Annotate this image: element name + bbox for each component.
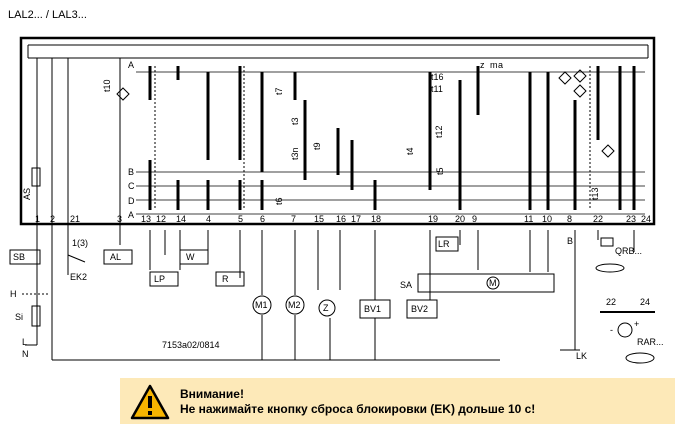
time-t13: t13 <box>590 187 600 200</box>
link-1-3: 1(3) <box>72 238 88 248</box>
component-n: N <box>22 349 29 359</box>
time-t4: t4 <box>405 147 415 155</box>
rar-plus: + <box>634 319 639 329</box>
valve-bv2: BV2 <box>411 304 428 314</box>
time-t12: t12 <box>434 125 444 138</box>
time-t3: t3 <box>290 117 300 125</box>
warning-message: Не нажимайте кнопку сброса блокировки (E… <box>180 402 536 416</box>
component-si: Si <box>15 312 23 322</box>
component-lk: LK <box>576 351 587 361</box>
line-label-d: D <box>128 196 135 206</box>
time-t11: t11 <box>431 84 443 94</box>
svg-text:19: 19 <box>428 214 438 224</box>
motor-m2: M2 <box>288 300 301 310</box>
svg-text:4: 4 <box>206 214 211 224</box>
svg-text:6: 6 <box>260 214 265 224</box>
svg-text:12: 12 <box>156 214 166 224</box>
component-as: AS <box>22 188 32 200</box>
svg-text:18: 18 <box>371 214 381 224</box>
program-cams <box>148 66 636 210</box>
time-t10: t10 <box>102 79 112 92</box>
line-label-a-bottom: A <box>128 210 134 220</box>
svg-text:22: 22 <box>593 214 603 224</box>
line-label-a-top: A <box>128 60 134 70</box>
warning-triangle-icon <box>130 384 170 420</box>
component-rar: RAR... <box>637 337 664 347</box>
svg-text:8: 8 <box>567 214 572 224</box>
time-t6: t6 <box>274 197 284 205</box>
rar-minus: - <box>610 325 613 335</box>
terminal-24-ext: 24 <box>640 297 650 307</box>
component-z: Z <box>323 303 329 313</box>
svg-text:9: 9 <box>472 214 477 224</box>
actuator-motor-m: M <box>489 278 497 288</box>
svg-text:3: 3 <box>117 214 122 224</box>
svg-text:10: 10 <box>542 214 552 224</box>
time-t3n: t3n <box>290 147 300 160</box>
terminal-22-ext: 22 <box>606 297 616 307</box>
switch-label-z: z <box>480 60 485 70</box>
svg-text:17: 17 <box>351 214 361 224</box>
component-r: R <box>222 274 229 284</box>
component-lr: LR <box>438 239 450 249</box>
component-qrb: QRB... <box>615 246 642 256</box>
svg-text:7: 7 <box>291 214 296 224</box>
component-sb: SB <box>13 252 25 262</box>
terminal-numbers: 1 2 21 3 13 12 14 4 5 6 7 15 16 17 18 19… <box>35 214 651 224</box>
svg-text:24: 24 <box>641 214 651 224</box>
component-lp: LP <box>154 274 165 284</box>
warning-banner: Внимание! Не нажимайте кнопку сброса бло… <box>120 378 675 424</box>
svg-text:15: 15 <box>314 214 324 224</box>
component-w: W <box>186 252 195 262</box>
svg-text:5: 5 <box>238 214 243 224</box>
diagram-title: LAL2... / LAL3... <box>8 9 87 21</box>
line-label-b: B <box>128 167 134 177</box>
svg-text:14: 14 <box>176 214 186 224</box>
time-t7: t7 <box>274 87 284 95</box>
component-b: B <box>567 236 573 246</box>
switch-label-a: a <box>498 60 503 70</box>
svg-text:2: 2 <box>50 214 55 224</box>
component-h: H <box>10 289 17 299</box>
warning-text: Внимание! Не нажимайте кнопку сброса бло… <box>180 387 535 417</box>
component-l: L <box>22 337 27 347</box>
line-label-c: C <box>128 181 135 191</box>
svg-text:11: 11 <box>524 214 533 224</box>
time-t16: t16 <box>431 72 444 82</box>
svg-text:1: 1 <box>35 214 40 224</box>
valve-bv1: BV1 <box>364 304 381 314</box>
signal-lamp-icons <box>116 69 615 158</box>
svg-text:23: 23 <box>626 214 636 224</box>
warning-title: Внимание! <box>180 387 244 401</box>
svg-text:21: 21 <box>70 214 80 224</box>
component-sa: SA <box>400 280 412 290</box>
component-al: AL <box>110 252 121 262</box>
component-ek2: EK2 <box>70 272 87 282</box>
time-t9: t9 <box>312 142 322 150</box>
motor-m1: M1 <box>255 300 268 310</box>
svg-text:20: 20 <box>455 214 465 224</box>
svg-text:13: 13 <box>141 214 151 224</box>
svg-text:16: 16 <box>336 214 346 224</box>
switch-label-m: m <box>490 60 498 70</box>
time-t5: t5 <box>435 167 445 175</box>
figure-code: 7153a02/0814 <box>162 340 220 350</box>
